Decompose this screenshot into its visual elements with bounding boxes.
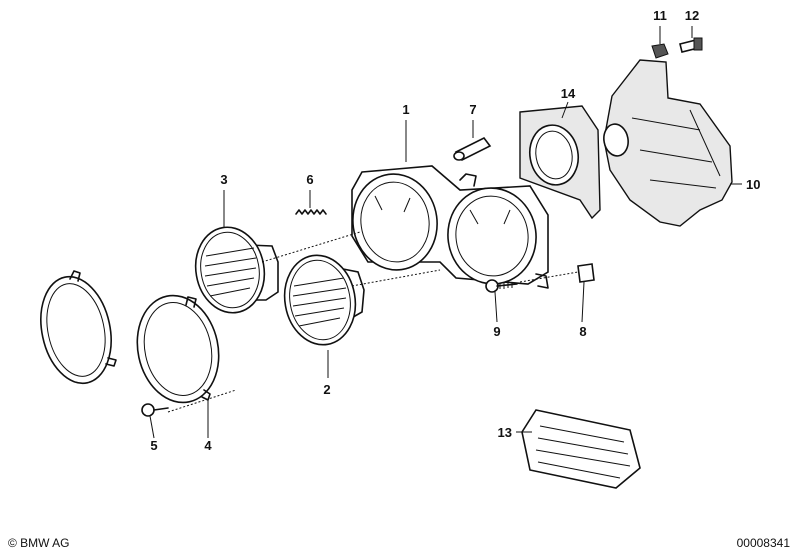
- label-part-2: 2: [323, 382, 330, 397]
- label-part-12: 12: [685, 8, 699, 23]
- label-part-1: 1: [402, 102, 409, 117]
- screw-housing: [485, 279, 518, 293]
- leader-lines: [149, 26, 742, 439]
- adjust-spring: [295, 209, 327, 215]
- air-grille: [521, 409, 641, 489]
- document-number: 00008341: [736, 536, 790, 550]
- clip-nut-housing: [577, 263, 595, 283]
- trim-ring-outer: [40, 270, 117, 385]
- label-part-5: 5: [150, 438, 157, 453]
- label-part-14: 14: [561, 86, 576, 101]
- label-part-10: 10: [746, 177, 760, 192]
- rear-cover-bracket: [519, 105, 601, 220]
- copyright-text: © BMW AG: [8, 536, 70, 550]
- headlight-housing: [351, 165, 549, 289]
- adjust-bolt: [453, 136, 492, 162]
- label-part-6: 6: [306, 172, 313, 187]
- headlight-outer: [194, 226, 279, 314]
- label-part-9: 9: [493, 324, 500, 339]
- label-part-4: 4: [204, 438, 212, 453]
- screw-top: [679, 37, 703, 53]
- label-part-8: 8: [579, 324, 586, 339]
- trim-ring-inner: [136, 294, 220, 404]
- label-part-7: 7: [469, 102, 476, 117]
- screw-trim: [141, 403, 169, 417]
- headlight-inner: [283, 254, 365, 346]
- air-duct-cover: [603, 59, 733, 227]
- label-part-3: 3: [220, 172, 227, 187]
- label-part-11: 11: [653, 8, 667, 23]
- clip-nut: [651, 43, 669, 59]
- label-part-13: 13: [498, 425, 512, 440]
